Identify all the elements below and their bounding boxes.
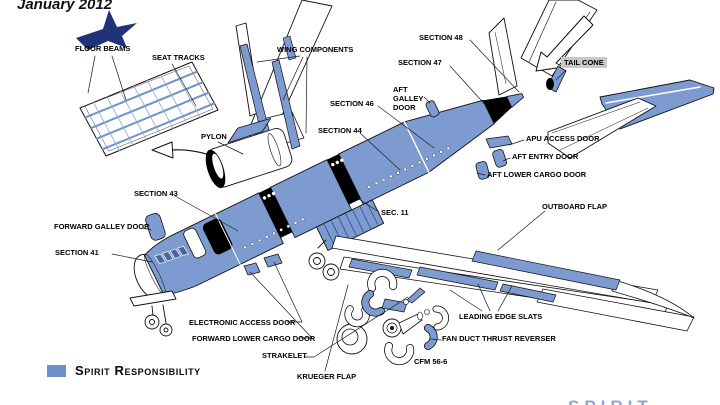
label-forward-lower-cargo-door: FORWARD LOWER CARGO DOOR [192, 334, 316, 343]
label-tail-cone: TAIL CONE [561, 57, 607, 68]
aft-galley-door-piece [425, 100, 440, 118]
engine-exploded-drawing [336, 268, 449, 366]
label-leading-edge-slats: LEADING EDGE SLATS [459, 312, 543, 321]
label-aft-galley-door: AFT GALLEY DOOR [393, 85, 424, 112]
electronic-access-door-piece [243, 262, 261, 276]
label-forward-galley-door: FORWARD GALLEY DOOR [54, 222, 150, 231]
door-pieces [145, 100, 513, 276]
label-floor-beams: FLOOR BEAMS [75, 44, 131, 53]
cockpit-windows [154, 245, 189, 264]
nose-landing-gear-drawing [129, 290, 177, 337]
label-apu-access-door: APU ACCESS DOOR [526, 134, 600, 143]
outboard-flap-piece [471, 250, 621, 291]
label-strakelet: STRAKELET [262, 351, 307, 360]
fan-duct-thrust-reverser-piece [424, 324, 437, 350]
engine-nacelle-drawing [205, 118, 293, 189]
label-section-44: SECTION 44 [318, 126, 362, 135]
aft-lower-cargo-door-piece [475, 161, 490, 180]
label-section-48: SECTION 48 [419, 33, 463, 42]
label-section-43: SECTION 43 [134, 189, 178, 198]
label-section-41: SECTION 41 [55, 248, 99, 257]
label-pylon: PYLON [201, 132, 227, 141]
strakelet-piece [406, 287, 426, 304]
label-krueger-flap: KRUEGER FLAP [297, 372, 357, 381]
wing-assembly-drawing [331, 235, 695, 332]
legend-swatch [47, 364, 66, 377]
label-wing-components: WING COMPONENTS [277, 45, 354, 54]
apu-access-door-piece [485, 135, 513, 149]
spirit-star-icon [76, 10, 137, 50]
tail-cone-drawing [546, 65, 567, 93]
legend: Spirit Responsibility [47, 363, 201, 378]
label-electronic-access-door: ELECTRONIC ACCESS DOOR [189, 318, 296, 327]
label-cfm-56-6: CFM 56-6 [414, 357, 448, 366]
label-aft-entry-door: AFT ENTRY DOOR [512, 152, 579, 161]
main-landing-gear-drawing [308, 239, 340, 281]
label-outboard-flap: OUTBOARD FLAP [542, 202, 607, 211]
spirit-logo-text: SPIRIT [568, 397, 653, 405]
aft-entry-door-piece [492, 149, 507, 168]
transfer-arrow-fin [535, 15, 594, 72]
label-fan-duct-thrust-reverser: FAN DUCT THRUST REVERSER [442, 334, 556, 343]
label-section-47: SECTION 47 [398, 58, 442, 67]
window-row [243, 146, 451, 250]
leader-lines [87, 39, 567, 372]
label-aft-lower-cargo-door: AFT LOWER CARGO DOOR [487, 170, 587, 179]
krueger-flap-piece [348, 258, 413, 279]
fuselage-drawing [133, 93, 524, 300]
vertical-fin-drawing [488, 0, 598, 96]
forward-lower-cargo-door-piece [263, 253, 283, 268]
wing-center-section [316, 199, 385, 251]
floor-grid-drawing [79, 61, 219, 157]
label-seat-tracks: SEAT TRACKS [152, 53, 205, 62]
label-sec-11: SEC. 11 [381, 208, 409, 217]
legend-label: Spirit Responsibility [75, 363, 201, 378]
horizontal-stabilizer-drawing [547, 79, 715, 159]
leading-edge-slat-piece [499, 283, 557, 303]
date-label: January 2012 [17, 0, 113, 13]
spirit-logo [76, 10, 137, 50]
label-section-46: SECTION 46 [330, 99, 374, 108]
